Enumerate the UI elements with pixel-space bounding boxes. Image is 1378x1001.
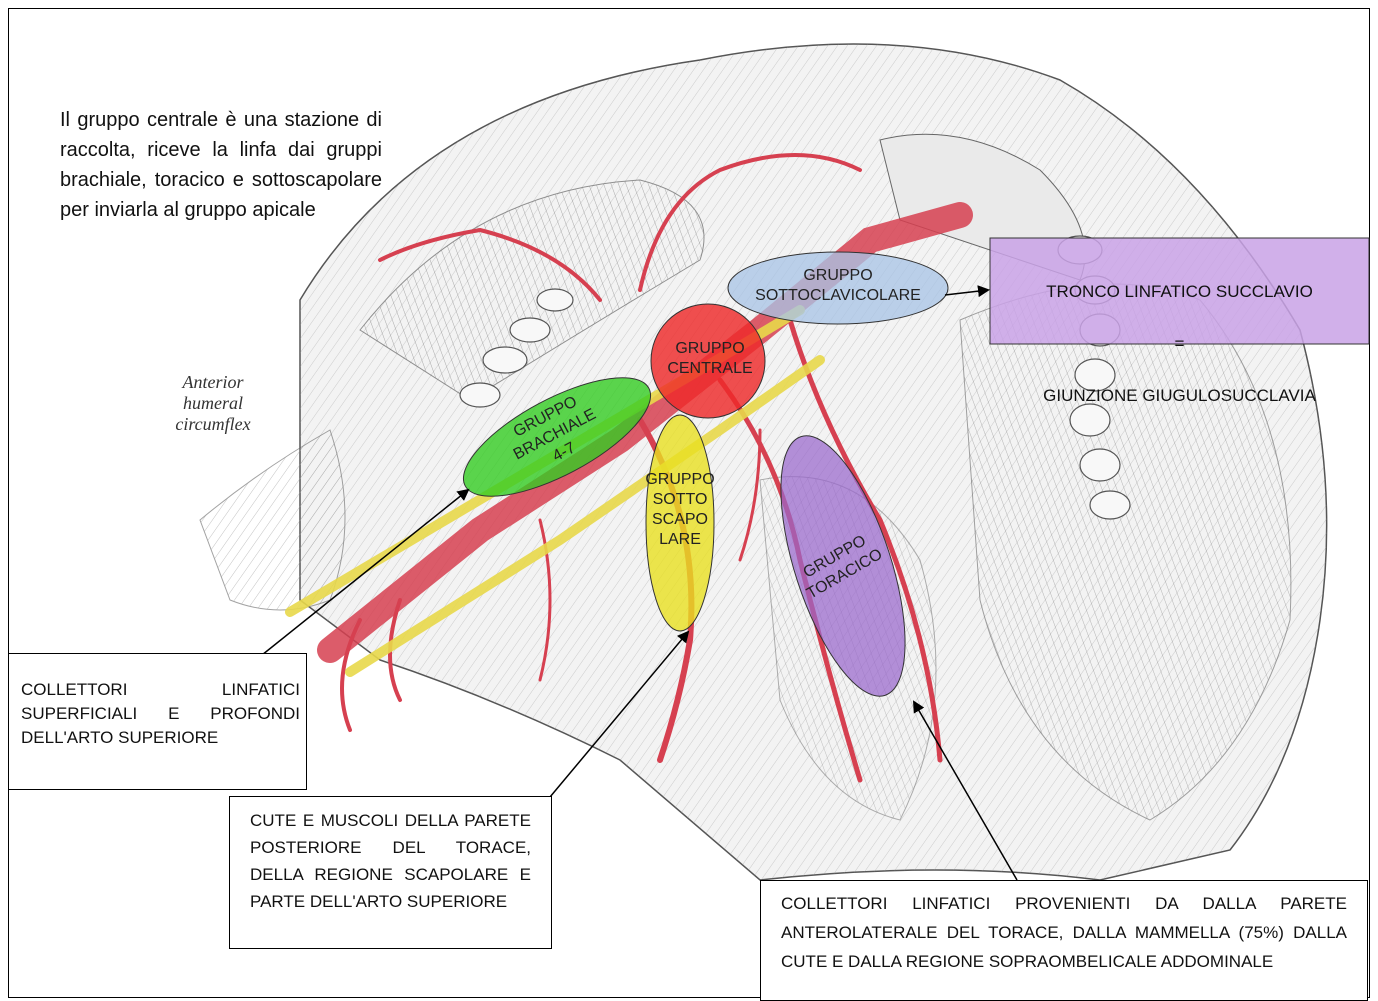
fig-label-line2: humeral [150,393,276,414]
tronco-linfatico-box: TRONCO LINFATICO SUCCLAVIO = GIUNZIONE G… [990,247,1369,441]
callout-cute-muscoli: CUTE E MUSCOLI DELLA PARETE POSTERIORE D… [229,796,552,949]
tronco-line2: = [990,337,1369,351]
gruppo-sottoclavicolare-label: GRUPPO SOTTOCLAVICOLARE [728,266,948,306]
tronco-line3: GIUNZIONE GIUGULOSUCCLAVIA [990,381,1369,411]
callout-arto-text: COLLETTORI LINFATICI SUPERFICIALI E PROF… [21,680,300,747]
gruppo-sottoscapolare-label: GRUPPO SOTTO SCAPO LARE [630,470,730,550]
gruppo-centrale-label: GRUPPO CENTRALE [650,339,770,379]
anterior-humeral-circumflex-label: Anterior humeral circumflex [150,372,276,435]
tronco-line1: TRONCO LINFATICO SUCCLAVIO [990,277,1369,307]
callout-torace-text: COLLETTORI LINFATICI PROVENIENTI DA DALL… [781,894,1347,971]
fig-label-line3: circumflex [150,414,276,435]
callout-cute-text: CUTE E MUSCOLI DELLA PARETE POSTERIORE D… [250,811,531,911]
intro-paragraph: Il gruppo centrale è una stazione di rac… [60,105,382,225]
callout-collettori-torace: COLLETTORI LINFATICI PROVENIENTI DA DALL… [760,880,1368,1001]
callout-arto-superiore: COLLETTORI LINFATICI SUPERFICIALI E PROF… [8,653,307,790]
fig-label-line1: Anterior [150,372,276,393]
